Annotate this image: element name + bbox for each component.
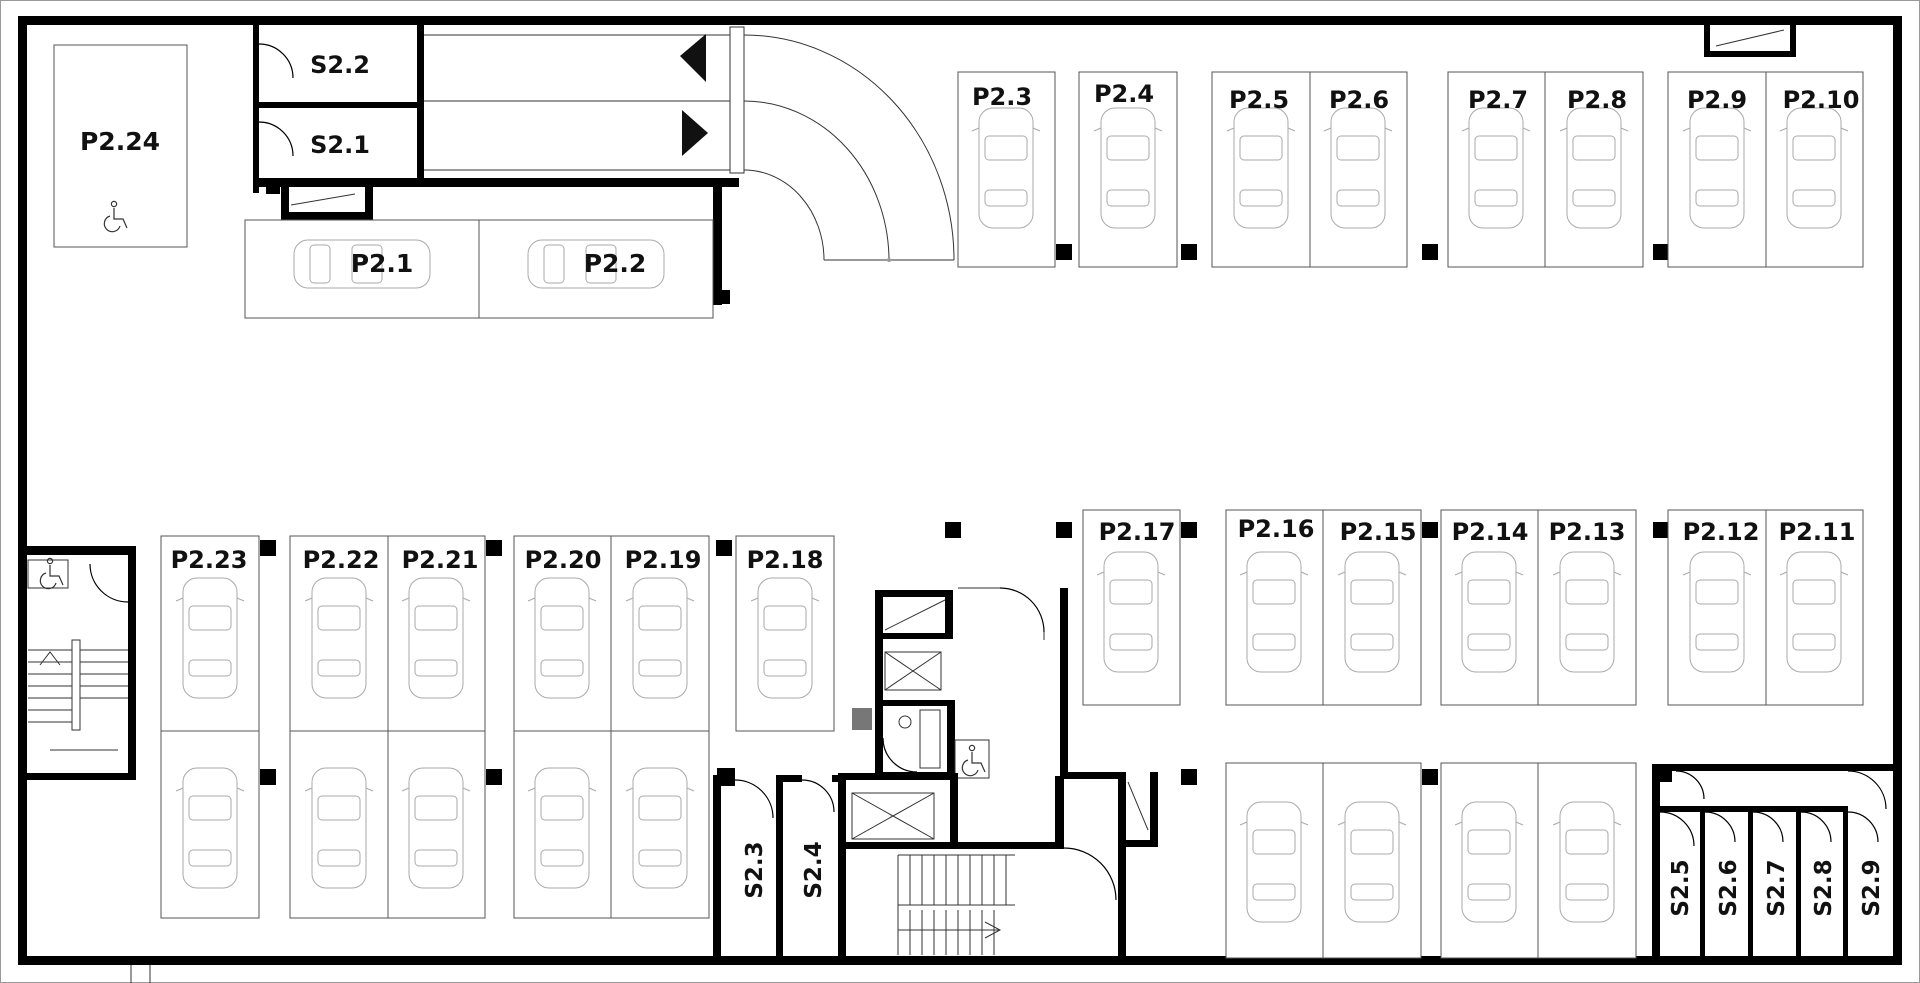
spot-unlabeled[interactable]: [610, 730, 710, 919]
label-p2-12: P2.12: [1683, 518, 1760, 546]
label-p2-9: P2.9: [1687, 86, 1747, 114]
label-p2-5: P2.5: [1229, 86, 1289, 114]
label-p2-24: P2.24: [80, 127, 160, 156]
spot-p2-3[interactable]: [957, 71, 1056, 268]
spot-p2-11[interactable]: [1765, 509, 1864, 706]
spot-p2-23[interactable]: [160, 535, 260, 732]
label-s2-8: S2.8: [1811, 859, 1837, 916]
label-s2-3: S2.3: [742, 841, 768, 898]
staircase-icon: [28, 639, 128, 751]
spot-p2-10[interactable]: [1765, 71, 1864, 268]
spot-unlabeled[interactable]: [289, 730, 389, 919]
label-p2-8: P2.8: [1567, 86, 1627, 114]
curved-ramp: [743, 34, 955, 262]
spot-p2-5[interactable]: [1211, 71, 1311, 268]
label-p2-13: P2.13: [1549, 518, 1626, 546]
spot-p2-4[interactable]: [1078, 71, 1178, 268]
label-p2-6: P2.6: [1329, 86, 1389, 114]
spot-p2-13[interactable]: [1537, 509, 1637, 706]
label-p2-2: P2.2: [584, 249, 647, 278]
label-p2-23: P2.23: [171, 546, 248, 574]
vent-niche: [1704, 25, 1796, 57]
label-p2-22: P2.22: [303, 546, 380, 574]
elevator-icon: [884, 651, 942, 691]
spot-p2-9[interactable]: [1667, 71, 1767, 268]
spot-unlabeled[interactable]: [160, 730, 260, 919]
central-core: [838, 587, 1158, 963]
spot-p2-14[interactable]: [1440, 509, 1539, 706]
staircase-icon: [897, 854, 1015, 955]
spot-p2-15[interactable]: [1322, 509, 1422, 706]
spot-p2-19[interactable]: [610, 535, 710, 732]
label-p2-21: P2.21: [402, 546, 479, 574]
label-p2-11: P2.11: [1779, 518, 1856, 546]
spot-p2-12[interactable]: [1667, 509, 1767, 706]
label-p2-20: P2.20: [525, 546, 602, 574]
spot-p2-8[interactable]: [1544, 71, 1644, 268]
spot-p2-16[interactable]: [1225, 509, 1324, 706]
label-s2-9: S2.9: [1859, 859, 1885, 916]
spot-p2-6[interactable]: [1309, 71, 1408, 268]
spot-p2-18[interactable]: [735, 535, 835, 732]
label-p2-10: P2.10: [1783, 86, 1860, 114]
spot-unlabeled[interactable]: [387, 730, 486, 919]
spot-p2-7[interactable]: [1447, 71, 1546, 268]
storage-walls-bottom-left: [713, 768, 846, 963]
label-s2-7: S2.7: [1764, 859, 1790, 916]
spot-p2-2[interactable]: [478, 219, 714, 319]
storage-labels: S2.3 S2.4 S2.5 S2.6 S2.7 S2.8 S2.9: [742, 841, 1885, 916]
ramp-walls: [253, 25, 745, 305]
label-p2-14: P2.14: [1452, 518, 1529, 546]
spot-p2-1[interactable]: [244, 219, 480, 319]
ramp-arrow-right-icon: [682, 110, 708, 156]
label-p2-1: P2.1: [351, 249, 414, 278]
label-p2-16: P2.16: [1238, 515, 1315, 543]
label-p2-4: P2.4: [1094, 80, 1154, 108]
spot-unlabeled[interactable]: [1322, 762, 1422, 959]
structural-columns: [260, 244, 1669, 785]
spot-unlabeled[interactable]: [1225, 762, 1324, 959]
spot-unlabeled[interactable]: [513, 730, 612, 919]
label-s2-6: S2.6: [1716, 859, 1742, 916]
label-p2-15: P2.15: [1340, 518, 1417, 546]
label-s2-1: S2.1: [310, 131, 370, 159]
spot-unlabeled[interactable]: [1440, 762, 1539, 959]
label-s2-4: S2.4: [801, 841, 827, 898]
left-stairwell: [18, 546, 136, 780]
label-p2-19: P2.19: [625, 546, 702, 574]
ramp-arrow-left-icon: [680, 34, 706, 82]
spot-p2-22[interactable]: [289, 535, 389, 732]
spot-p2-17[interactable]: [1082, 509, 1181, 706]
label-p2-3: P2.3: [972, 83, 1032, 111]
label-p2-18: P2.18: [747, 546, 824, 574]
elevator-icon: [851, 792, 935, 840]
spot-labels: P2.24 S2.2 S2.1 P2.1 P2.2 P2.3 P2.4 P2.5…: [80, 51, 1859, 574]
label-p2-17: P2.17: [1099, 518, 1176, 546]
label-s2-5: S2.5: [1668, 859, 1694, 916]
label-s2-2: S2.2: [310, 51, 370, 79]
spot-p2-24[interactable]: [53, 44, 188, 248]
spot-p2-20[interactable]: [513, 535, 612, 732]
spot-p2-21[interactable]: [387, 535, 486, 732]
storage-walls-right: [1652, 764, 1902, 964]
spot-unlabeled[interactable]: [1537, 762, 1637, 959]
label-p2-7: P2.7: [1468, 86, 1528, 114]
